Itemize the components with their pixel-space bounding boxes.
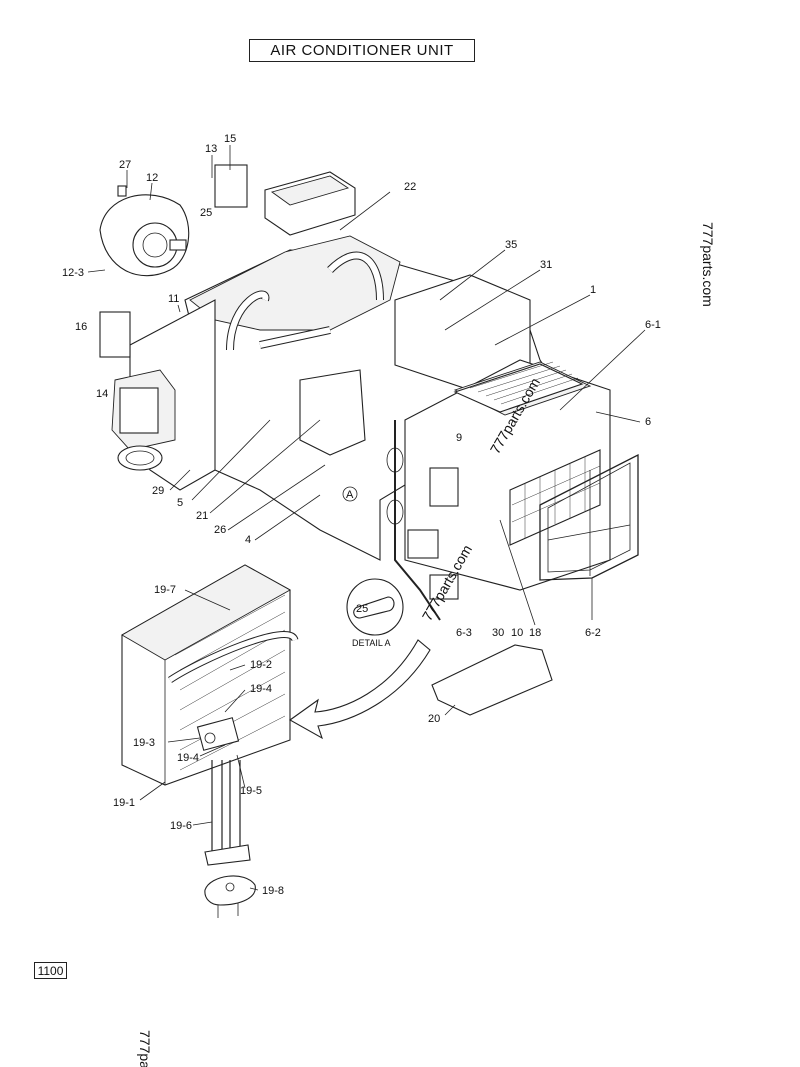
callout-27: 27	[119, 159, 131, 171]
callout-6-1: 6-1	[645, 319, 661, 331]
callout-6: 6	[645, 416, 651, 428]
callout-4: 4	[245, 534, 251, 546]
callout-20: 20	[428, 713, 440, 725]
callout-29: 29	[152, 485, 164, 497]
callout-19-1: 19-1	[113, 797, 135, 809]
callout-12: 12	[146, 172, 158, 184]
callout-9: 9	[456, 432, 462, 444]
callout-19-4-upper: 19-4	[250, 683, 272, 695]
watermark-right: 777parts.com	[700, 222, 716, 307]
detail-a	[346, 578, 404, 636]
callout-a: A	[346, 489, 354, 501]
callout-19-7: 19-7	[154, 584, 176, 596]
callout-25-detail: 25	[356, 603, 368, 615]
callout-30: 30	[492, 627, 504, 639]
callout-22: 22	[404, 181, 416, 193]
callout-35: 35	[505, 239, 517, 251]
actuator-16	[99, 311, 131, 358]
callout-5: 5	[177, 497, 183, 509]
diagram-title: AIR CONDITIONER UNIT	[249, 39, 475, 62]
callout-14: 14	[96, 388, 108, 400]
page-number: 1100	[34, 962, 67, 979]
callout-18: 18	[529, 627, 541, 639]
callout-16: 16	[75, 321, 87, 333]
callout-19-8: 19-8	[262, 885, 284, 897]
seal-pad	[431, 644, 553, 716]
top-grille	[453, 361, 584, 413]
callout-19-6: 19-6	[170, 820, 192, 832]
callout-19-4-lower: 19-4	[177, 752, 199, 764]
callout-19-5: 19-5	[240, 785, 262, 797]
callout-31: 31	[540, 259, 552, 271]
callout-19-3: 19-3	[133, 737, 155, 749]
callout-6-2: 6-2	[585, 627, 601, 639]
callout-11: 11	[168, 293, 179, 305]
callout-12-3: 12-3	[62, 267, 84, 279]
watermark-bottom: 777par	[137, 1030, 153, 1067]
callout-15: 15	[224, 133, 236, 145]
callout-13: 13	[205, 143, 217, 155]
callout-19-2: 19-2	[250, 659, 272, 671]
callout-21: 21	[196, 510, 208, 522]
actuator-15	[214, 164, 248, 208]
detail-a-label: DETAIL A	[352, 638, 391, 648]
evaporator-core	[121, 564, 299, 918]
callout-leaders	[87, 145, 646, 891]
callout-25: 25	[200, 207, 212, 219]
assembly-arrow	[288, 639, 431, 740]
callout-labels: 27 12 12-3 13 15 25 22 35 31 1 6-1 11 16…	[62, 133, 661, 897]
callout-6-3: 6-3	[456, 627, 472, 639]
blower-motor	[99, 185, 190, 277]
callout-26: 26	[214, 524, 226, 536]
callout-10: 10	[511, 627, 523, 639]
main-housing	[111, 171, 639, 621]
callout-1: 1	[590, 284, 596, 296]
